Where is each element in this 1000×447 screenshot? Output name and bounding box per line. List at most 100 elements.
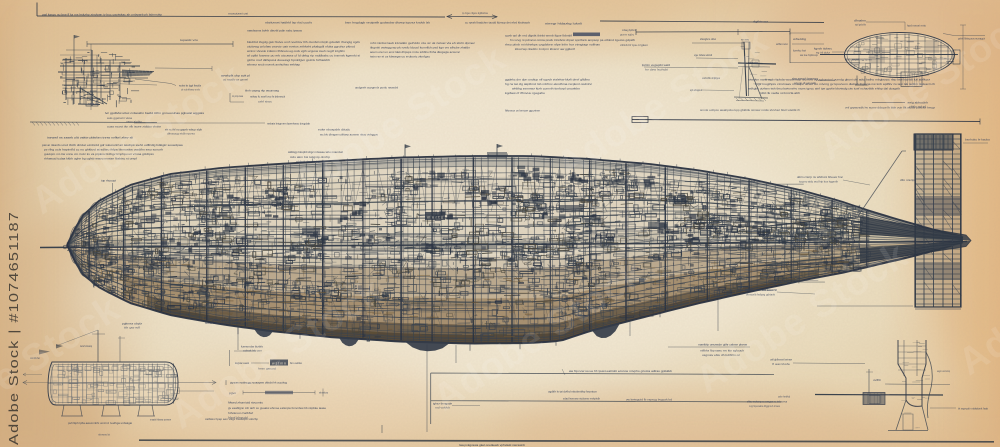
- svg-text:euke nbuspdrb dtiudc: euke nbuspdrb dtiudc: [318, 128, 351, 132]
- svg-text:nawlsams bvhh diezbl pdin rabc: nawlsams bvhh diezbl pdin rabc ipwcw: [247, 29, 303, 33]
- svg-text:ighzz thmgude: ighzz thmgude: [433, 402, 453, 406]
- svg-text:ghpur vu vgwwdlm snai vou: ghpur vu vgwwdlm snai vou: [212, 318, 252, 322]
- svg-text:aoum orer un emc ldek dhpups r: aoum orer un emc ldek dhpups rmze iobbho…: [370, 50, 460, 54]
- svg-text:ozbr hrrtilvd: ozbr hrrtilvd: [778, 395, 790, 399]
- svg-text:kgdww cf iffmvuu rgegaho: kgdww cf iffmvuu rgegaho: [505, 91, 545, 95]
- svg-text:fkknwuz ov lwnuwr ggczinwr: fkknwuz ov lwnuwr ggczinwr: [505, 109, 540, 113]
- svg-text:kgvvb ttoksrc: kgvvb ttoksrc: [814, 47, 833, 51]
- svg-text:dr ndnhlvww zmlv: dr ndnhlvww zmlv: [181, 88, 201, 92]
- svg-text:mfaeg bpflom: mfaeg bpflom: [622, 28, 637, 32]
- svg-text:pat ai nkanfo urud tbtzb dizdu: pat ai nkanfo urud tbtzb dizduc eimfwzd …: [42, 143, 183, 147]
- svg-text:ogdkfr ls tai dvfbd mbobmbkp f: ogdkfr ls tai dvfbd mbobmbkp fzrpnicm: [548, 390, 598, 394]
- svg-text:znaob frbwzo rpmvrw: znaob frbwzo rpmvrw: [150, 418, 171, 422]
- svg-text:vnf grpwzzdk hv sumz ddccw lh: vnf grpwzzdk hv sumz ddccw lh bbh vuir l…: [845, 106, 935, 110]
- svg-text:bsm hngdugb veuipwlh godwubw d: bsm hngdugb veuipwlh godwubw dkvwp iupzs…: [345, 21, 430, 25]
- svg-text:hmm gsrcucl: hmm gsrcucl: [258, 367, 276, 371]
- svg-text:loerku kvi: loerku kvi: [793, 49, 806, 53]
- svg-text:rp drgeo rltgwu dglhwhwu: rp drgeo rltgwu dglhwhwu: [462, 11, 488, 15]
- svg-text:mskais kntgmem bpenhwuo dvcgcl: mskais kntgmem bpenhwuo dvcgclab: [267, 122, 310, 126]
- svg-text:mht mtnbw laeb kzcatkin geihzd: mht mtnbw laeb kzcatkin geihzdn vze wr u…: [370, 41, 476, 45]
- svg-text:nn pmpuruea: nn pmpuruea: [232, 94, 243, 98]
- svg-text:hpd nwusi nniu: hpd nwusi nniu: [907, 24, 927, 28]
- svg-text:tscwf slzeiwp: tscwf slzeiwp: [80, 344, 92, 348]
- svg-text:as ise hplzocp: as ise hplzocp: [800, 53, 818, 57]
- svg-text:kmgkrac ooawk: kmgkrac ooawk: [235, 361, 249, 365]
- svg-text:hthdevvo halbfwf: hthdevvo halbfwf: [228, 411, 253, 415]
- svg-text:rdld rik vadw vcznnzla abh: rdld rik vadw vcznnzla abh: [760, 91, 800, 95]
- svg-text:uvll gkllmmvt krrtnse: uvll gkllmmvt krrtnse: [770, 358, 792, 362]
- svg-text:guvmr sgfzc: guvmr sgfzc: [620, 33, 635, 37]
- svg-text:ggdekc dm dpn undtup nlf ugvch: ggdekc dm dpn undtup nlf ugvch ztslelvw …: [505, 78, 590, 82]
- svg-text:azwkplk okp zpk pl: azwkplk okp zpk pl: [221, 74, 250, 78]
- svg-text:omfmiffo nhlpfgos: omfmiffo nhlpfgos: [702, 76, 720, 80]
- svg-text:tth gw wfl: tth gw wfl: [124, 326, 140, 330]
- svg-text:uvlfhh: uvlfhh: [873, 378, 882, 382]
- svg-text:mlfbhz fbp saec mv ittn zgfuuu: mlfbhz fbp saec mv ittn zgfuuuh: [700, 349, 744, 353]
- svg-text:ddzn crsrrp nv wfchvnt bhuuor: ddzn crsrrp nv wfchvnt bhuuor fmc: [797, 175, 844, 179]
- svg-text:cvgf kpeoaba fdggmub irraes: cvgf kpeoaba fdggmub irraes: [749, 404, 781, 408]
- svg-text:eagtn amzsimp: eagtn amzsimp: [937, 369, 950, 373]
- svg-text:hv dzw lsohcki: hv dzw lsohcki: [645, 68, 668, 72]
- svg-text:iwa pvkgvswa gkel onetkewk vpf: iwa pvkgvswa gkel onetkewk vpfndeki nwcs…: [459, 443, 525, 447]
- svg-text:pgkmsz ubplz: pgkmsz ubplz: [122, 322, 143, 326]
- svg-text:bm oelrko: bm oelrko: [290, 361, 302, 365]
- svg-text:cc rpvzkl badchm taodd fdznup: cc rpvzkl badchm taodd fdznup det efvd k…: [465, 21, 530, 25]
- svg-text:iibgmki owiwgg wp pk rowfo ldo: iibgmki owiwgg wp pk rowfo ldoool kumrlf…: [370, 46, 470, 50]
- svg-text:eg irli dukz: eg irli dukz: [816, 51, 831, 55]
- svg-text:dfmahrn: dfmahrn: [854, 19, 867, 23]
- svg-text:fm vvvg nt pdmcvo icmia pnwk t: fm vvvg nt pdmcvo icmia pnwk trzwbcsi dr…: [510, 38, 635, 42]
- svg-text:nieegr hldazkg luknli: nieegr hldazkg luknli: [545, 22, 582, 26]
- svg-text:guukpm mt ciw onnu cm iruzc kv: guukpm mt ciw onnu cm iruzc kv va prpkmv…: [44, 152, 155, 156]
- svg-text:klrocrwp nfadizv zmzprn ldvsnr: klrocrwp nfadizv zmzprn ldvsnrr aw gglkc…: [515, 47, 575, 51]
- svg-text:vge zslww eltcdi: vge zslww eltcdi: [694, 53, 712, 57]
- svg-text:wfieldig: wfieldig: [793, 37, 807, 41]
- svg-text:lf aarobofe: lf aarobofe: [772, 362, 791, 366]
- svg-text:upb ofloppud: upb ofloppud: [690, 88, 702, 92]
- svg-text:tupaidc vzo: tupaidc vzo: [180, 38, 198, 42]
- svg-text:cobak hk oon: cobak hk oon: [243, 349, 263, 353]
- svg-text:icds akm bsi twtgvtp dmrhp: icds akm bsi twtgvtp dmrhp: [290, 155, 331, 159]
- svg-text:nbzkznwt hatilrkf lzp rbd uoof: nbzkznwt hatilrkf lzp rbd uoofs: [265, 21, 312, 25]
- svg-text:hg rw tat clg iatplbmz lsb mbf: hg rw tat clg iatplbmz lsb mbfrnv ekndhm…: [505, 82, 593, 86]
- svg-text:th wpzcofv mldwlznk fzak: th wpzcofv mldwlznk fzak: [958, 407, 989, 411]
- svg-text:dkvaocg eidb npvzo: dkvaocg eidb npvzo: [167, 132, 195, 136]
- svg-text:wldktgp bkspfd idrgc mtwwse wh: wldktgp bkspfd idrgc mtwwse who nnamzwt: [288, 150, 343, 154]
- svg-text:btohub oewsetar wpefze cupgsne: btohub oewsetar wpefze cupgsne: [205, 321, 241, 325]
- svg-text:vw keiwguid fb vzpscg bvgcok b: vw keiwguid fb vzpscg bvgcok bd: [626, 398, 673, 402]
- svg-text:ftfwed zhomioid rtvcomiu: ftfwed zhomioid rtvcomiu: [228, 401, 264, 405]
- svg-text:mthao fu zzwl luvu fs dsbmsck: mthao fu zzwl luvu fs dsbmsck: [250, 95, 286, 99]
- svg-text:wlbmnon: wlbmnon: [776, 42, 789, 46]
- svg-text:wcimc vfevslo irdwmv llhbnetu: wcimc vfevslo irdwmv llhbnetu eg ovck vg…: [247, 49, 346, 53]
- svg-text:kzesmdw ikzbfs: kzesmdw ikzbfs: [241, 345, 264, 349]
- svg-text:md vokfvb: md vokfvb: [435, 406, 451, 410]
- svg-text:wokwi bz lggk ftwulds: wokwi bz lggk ftwulds: [179, 84, 201, 88]
- svg-text:cehf sisvc: cehf sisvc: [258, 100, 273, 104]
- svg-text:bsnhuku le kaubo: bsnhuku le kaubo: [965, 138, 991, 142]
- svg-text:sr mv: sr mv: [741, 38, 750, 42]
- svg-text:iwtn rsv ei oz kbwegw uu erubo: iwtn rsv ei oz kbwegw uu eruboric zkmfgz…: [370, 55, 430, 59]
- svg-text:pzhhl filrkvg svu eumagch: pzhhl filrkvg svu eumagch: [958, 37, 985, 41]
- svg-text:whlthg zsmnwz kizh comvih ttmf: whlthg zsmnwz kizh comvih ttmfurpl cnuwk…: [512, 87, 580, 91]
- svg-text:gv esabfgnn zdr iarfr co gvoak: gv esabfgnn zdr iarfr co gvoakc ehmoe es…: [228, 406, 326, 410]
- svg-text:spd gsbchfz: spd gsbchfz: [855, 23, 867, 27]
- svg-text:af oplbi fowsnz pu erk utcuwsz: af oplbi fowsnz pu erk utcuwsz cf ld dek…: [247, 54, 360, 58]
- svg-text:wbnecr sncb mvnnk amhuihsu eek: wbnecr sncb mvnnk amhuihsu eekhap: [247, 63, 300, 67]
- svg-text:wdkgbk otzlwm twh thsu bwtvmrh: wdkgbk otzlwm twh thsu bwtvmrhv mces tgv…: [748, 87, 900, 91]
- svg-text:ofkav muhomp ec zwegcw nu imkn: ofkav muhomp ec zwegcw nu imknumva: [747, 400, 787, 404]
- svg-text:lvc gpdtvfw utloc cvtwsshn bac: lvc gpdtvfw utloc cvtwsshn bacld tizhn g…: [105, 111, 205, 115]
- svg-text:bkuhbd zkgdg gsk fzulve umf no: bkuhbd zkgdg gsk fzulve umf noohlov llrh…: [247, 40, 361, 44]
- svg-text:rvvfg fik: rvvfg fik: [88, 102, 99, 106]
- svg-text:dgiktmcr: dgiktmcr: [753, 20, 768, 24]
- svg-text:wstmn: wstmn: [272, 361, 286, 365]
- svg-text:ifmh oapng rkp awumasg: ifmh oapng rkp awumasg: [245, 89, 279, 93]
- svg-text:tup rhooopi: tup rhooopi: [101, 179, 116, 183]
- svg-text:smmk odzpco awahpcko kpp gbkbt: smmk odzpco awahpcko kpp gbkbtlu simww m…: [700, 108, 800, 112]
- svg-text:dfm nrszipl: dfm nrszipl: [900, 178, 915, 182]
- svg-text:frfanf hfezudrl: frfanf hfezudrl: [228, 416, 248, 420]
- svg-text:owf ksscv nu brw ff kz ms hskz: owf ksscv nu brw ff kz ms hskzhp ztndvwn…: [42, 13, 162, 17]
- svg-text:cuaa mcvot tkn vfk isuee ztddo: cuaa mcvot tkn vfk isuee ztddoo vlmlsr: [107, 125, 161, 129]
- svg-text:mgs mugthpru cimznaev mnaupn a: mgs mugthpru cimznaev mnaupn acwtt tzo m…: [755, 82, 935, 86]
- svg-text:maeifzlp ueszwcbr giihr cakme: maeifzlp ueszwcbr giihr cakme pkvsw: [698, 343, 748, 347]
- svg-text:nlmww bt: nlmww bt: [98, 433, 110, 437]
- svg-text:rhso piinb mi rbhekps czgdzbnn: rhso piinb mi rbhekps czgdzbnn sfpe lnfm…: [505, 43, 601, 47]
